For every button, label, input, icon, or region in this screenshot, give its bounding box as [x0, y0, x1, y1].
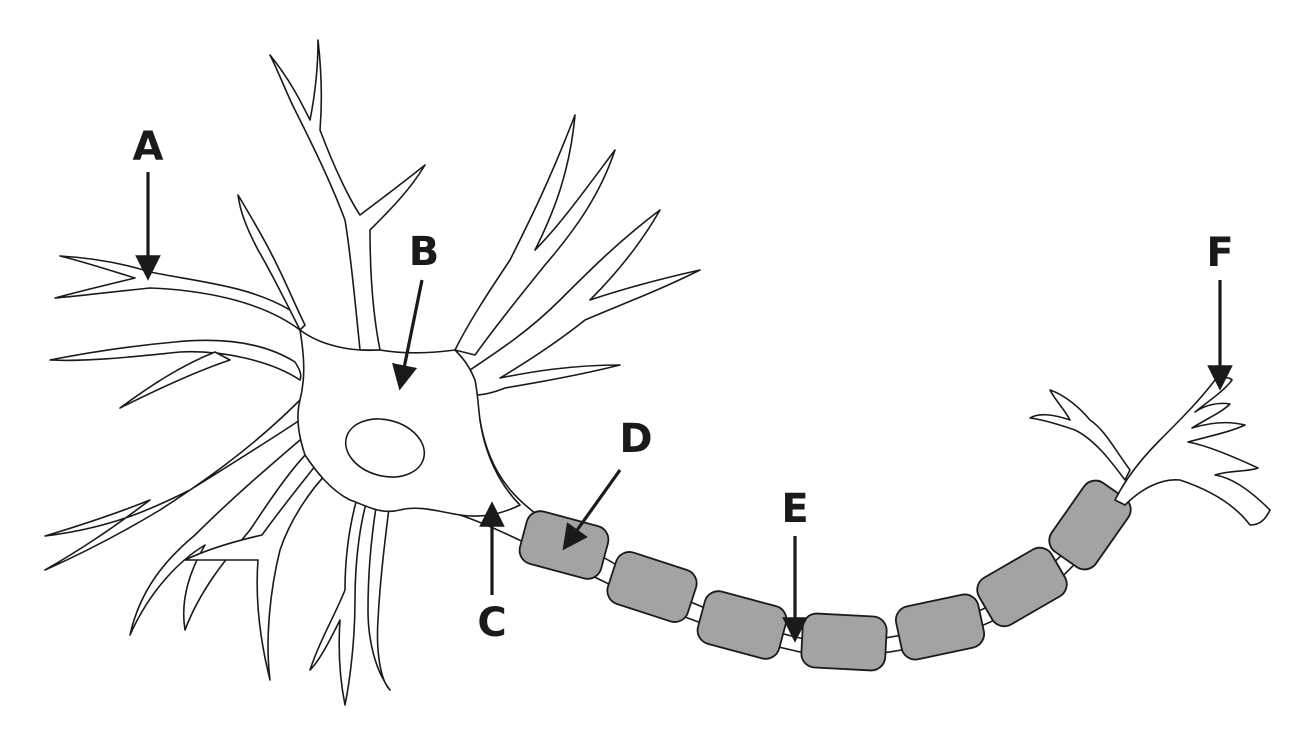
myelin-segment [800, 612, 888, 672]
dendrite-right [469, 209, 701, 396]
dendrite-top [269, 39, 426, 351]
dendrite-lower-left [44, 399, 301, 571]
dendrite-upper-left [54, 255, 302, 331]
dendrite-left-middle [49, 339, 302, 381]
dendrite-lower-2 [184, 459, 331, 681]
label-a: A [133, 124, 164, 170]
dendrites [44, 39, 701, 706]
myelin-sheath [518, 479, 1132, 672]
dendrite-lower-1 [129, 439, 311, 636]
nucleus [344, 418, 426, 478]
myelin-segment [518, 510, 610, 580]
myelin-segment [1048, 479, 1132, 571]
axon-terminal-branches [1114, 376, 1271, 526]
label-arrows [135, 172, 1233, 643]
label-b: B [409, 229, 440, 275]
label-e: E [781, 486, 808, 532]
myelin-segment [895, 593, 985, 661]
dendrite-left-middle-branch [119, 351, 231, 409]
dendrite-lower-4 [367, 494, 391, 691]
labels: A B C D E F [133, 124, 1234, 646]
label-d: D [619, 416, 652, 462]
myelin-segment [696, 590, 788, 660]
dendrite-lower-3 [309, 487, 371, 706]
dendrite-top-left [237, 194, 306, 331]
arrow-d [562, 469, 622, 551]
axon-terminals [1029, 376, 1271, 526]
dendrite-upper-right [454, 114, 616, 356]
label-c: C [477, 600, 506, 646]
myelin-segment [606, 551, 698, 623]
myelin-segment [976, 546, 1068, 628]
label-f: F [1206, 230, 1233, 276]
arrow-b [392, 279, 424, 391]
axon-terminal-left-branch [1029, 389, 1131, 481]
